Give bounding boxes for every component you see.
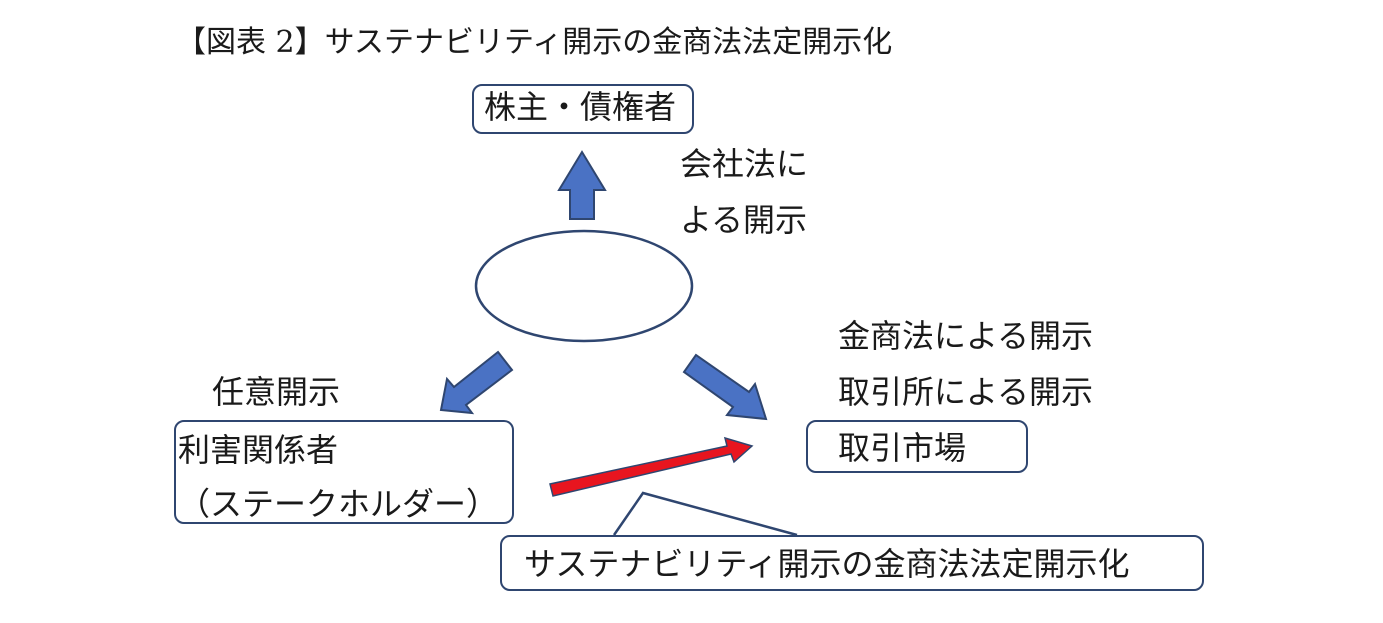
red-arrow (549, 436, 754, 497)
up-arrow (557, 150, 607, 220)
exchange-box (806, 420, 1028, 473)
down-right-arrow (682, 353, 768, 421)
voluntary-disclosure-label: 任意開示 (212, 373, 341, 411)
callout-label: サステナビリティ開示の金商法法定開示化 (524, 545, 1130, 583)
company-ellipse (474, 229, 694, 343)
callout-pointer (612, 491, 798, 537)
down-left-arrow (439, 350, 514, 415)
figure-title: 【図表 2】サステナビリティ開示の金商法法定開示化 (176, 25, 893, 60)
exchange-disclosure-label: 取引所による開示 (838, 373, 1094, 411)
exchange-label: 取引市場 (838, 429, 967, 467)
stakeholders-label-line1: 利害関係者 (178, 431, 339, 469)
stakeholders-box (174, 420, 514, 524)
fiea-disclosure-label: 金商法による開示 (838, 317, 1094, 355)
companies-act-label-line2: よる開示 (680, 201, 808, 239)
stakeholders-label-line2: （ステークホルダー） (178, 485, 499, 523)
companies-act-label-line1: 会社法に (680, 145, 809, 183)
shareholders-box (472, 84, 694, 134)
callout-box (500, 535, 1204, 591)
shareholders-label: 株主・債権者 (484, 88, 677, 126)
